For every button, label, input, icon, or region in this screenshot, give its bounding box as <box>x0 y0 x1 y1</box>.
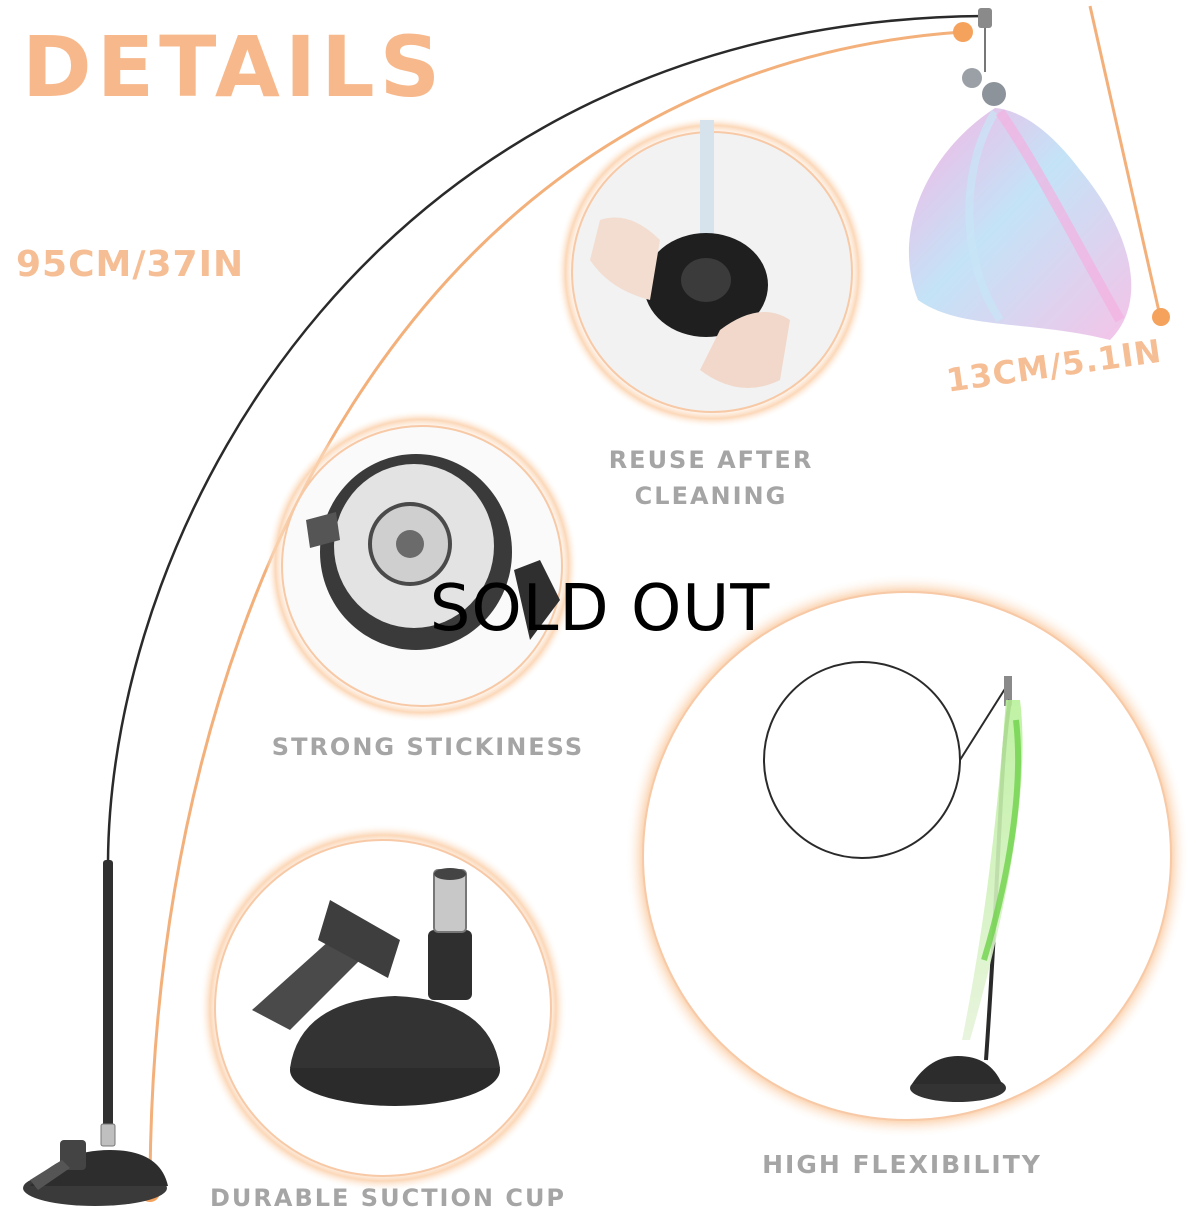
dimension-dot-top <box>953 22 973 42</box>
suction-base-icon <box>252 868 500 1106</box>
rod-length-label: 95CM/37IN <box>16 244 245 285</box>
suction-cup-icon <box>306 454 560 650</box>
bent-rod-icon <box>763 661 1023 1102</box>
rod-grip <box>103 860 113 1130</box>
rod-connector <box>100 1123 116 1147</box>
faucet-wash-icon <box>590 120 790 388</box>
feature-circle-flex <box>642 591 1172 1121</box>
page-title: DETAILS <box>22 18 446 116</box>
base-suction-cup-icon <box>23 1140 168 1206</box>
feather-pendant-icon <box>908 8 1132 340</box>
pendant-dimension-dot <box>1152 308 1170 326</box>
caption-strong-stickiness: STRONG STICKINESS <box>271 733 585 761</box>
sold-out-overlay: SOLD OUT <box>429 572 771 646</box>
rod-dimension-line <box>148 30 963 1193</box>
spring-rod <box>106 14 986 863</box>
caption-reuse-after-cleaning: REUSE AFTER CLEANING <box>608 446 814 510</box>
pendant-dimension-line <box>1088 5 1162 317</box>
caption-durable-suction-cup: DURABLE SUCTION CUP <box>210 1184 567 1212</box>
caption-high-flexibility: HIGH FLEXIBILITY <box>762 1150 1042 1179</box>
